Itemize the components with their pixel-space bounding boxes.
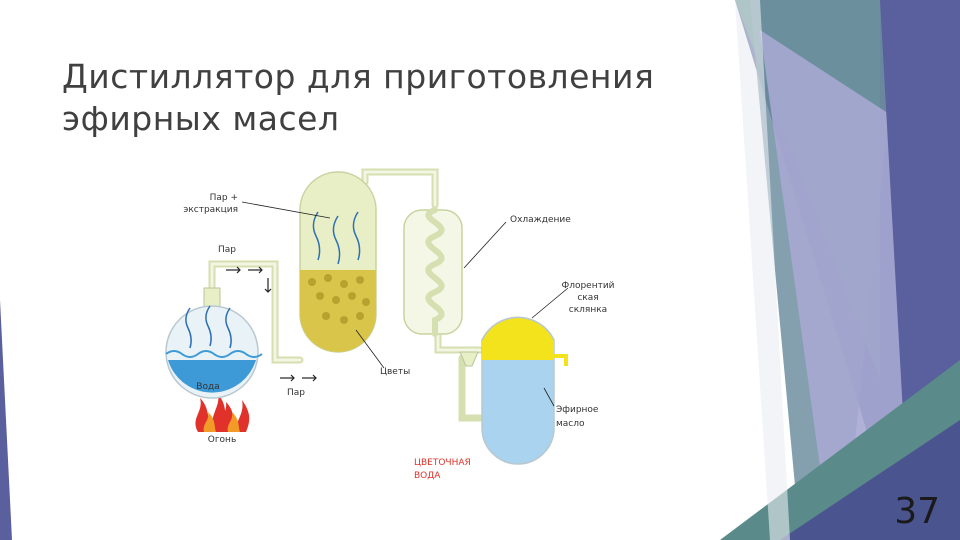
page-number: 37 [894, 491, 940, 532]
label-essential-oil-1: Эфирное [556, 405, 599, 415]
label-florentine-1: Флорентий [561, 281, 614, 291]
condenser [403, 207, 463, 337]
left-decorative-strip [0, 300, 12, 540]
label-steam-top: Пар [218, 245, 236, 255]
label-florentine-2: ская [577, 293, 598, 303]
label-steam-bottom: Пар [287, 388, 305, 398]
glass-pipes-inner [210, 170, 482, 362]
title-line-2: эфирных масел [62, 99, 340, 138]
label-cooling: Охлаждение [510, 215, 571, 225]
florentine-flask [459, 316, 568, 465]
fire-icon [195, 394, 250, 432]
slide-title: Дистиллятор для приготовления эфирных ма… [62, 56, 702, 140]
leader-lines [241, 201, 569, 407]
label-steam-extract-1: Пар + [210, 193, 238, 203]
label-flowers: Цветы [380, 367, 410, 377]
distiller-diagram: Пар + экстракция Пар Вода Огонь Пар Цвет… [165, 168, 615, 481]
diagram-labels: Пар + экстракция Пар Вода Огонь Пар Цвет… [183, 193, 614, 481]
label-floral-water-1: ЦВЕТОЧНАЯ [414, 458, 471, 468]
label-fire: Огонь [208, 435, 237, 445]
flow-arrows [226, 266, 317, 382]
label-florentine-3: склянка [569, 305, 607, 315]
flower-column [299, 171, 377, 353]
label-water: Вода [196, 382, 219, 392]
label-floral-water-2: ВОДА [414, 471, 441, 481]
label-steam-extract-2: экстракция [183, 205, 238, 215]
boiling-flask [165, 287, 263, 399]
label-essential-oil-2: масло [556, 419, 585, 429]
title-line-1: Дистиллятор для приготовления [62, 57, 655, 96]
